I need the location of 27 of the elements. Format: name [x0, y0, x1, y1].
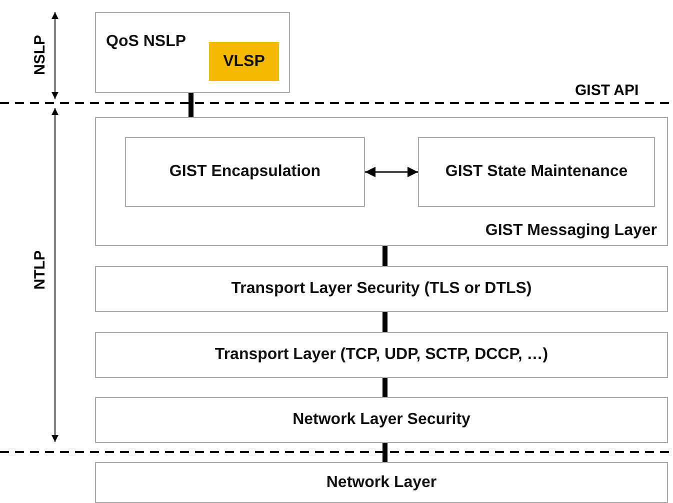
box-label: QoS NSLP [106, 33, 186, 51]
box-label: Transport Layer (TCP, UDP, SCTP, DCCP, …) [214, 346, 548, 364]
connector-line [188, 93, 194, 117]
arrow [365, 166, 418, 178]
highlight-box [209, 42, 279, 81]
connector-line [382, 378, 388, 397]
box-label: GIST State Maintenance [445, 163, 628, 181]
connector-line [382, 312, 388, 332]
box-label: GIST Encapsulation [169, 163, 321, 181]
box-label: VLSP [223, 52, 265, 70]
span-label: NTLP [32, 250, 48, 290]
interface-label: GIST API [575, 82, 639, 99]
box-label: Transport Layer Security (TLS or DTLS) [231, 280, 532, 298]
span-label: NSLP [32, 35, 48, 75]
box-label: Network Layer [326, 474, 437, 492]
layer-box [95, 332, 668, 378]
component-box [418, 137, 655, 207]
layer-box [95, 117, 668, 246]
layer-box [95, 397, 668, 443]
component-box [125, 137, 365, 207]
connector-line [382, 246, 388, 266]
layer-box [95, 266, 668, 312]
layer-box [95, 462, 668, 503]
layer-box [95, 12, 290, 93]
connector-line [382, 443, 388, 462]
box-label: Network Layer Security [292, 411, 470, 429]
box-label: GIST Messaging Layer [485, 222, 657, 240]
